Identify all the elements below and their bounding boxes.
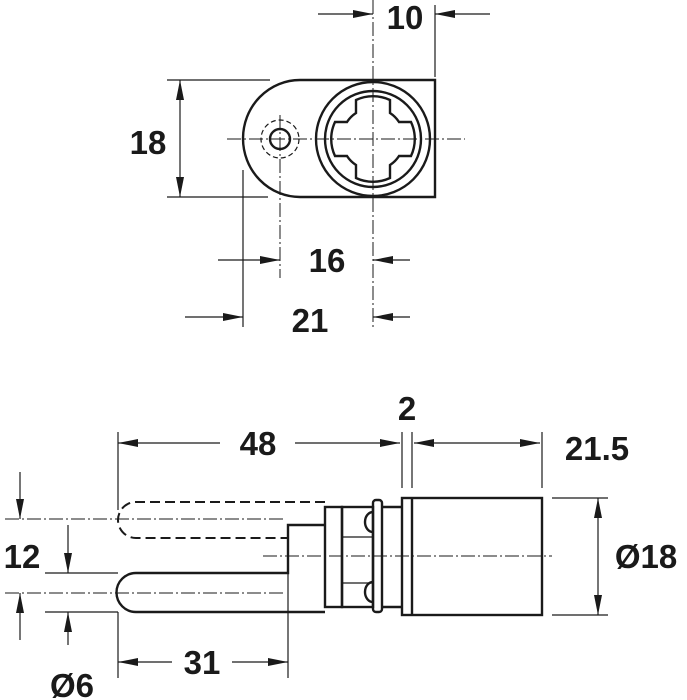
dim-pin-diameter-label: Ø6 [50, 667, 94, 700]
dim-hole-spacing-label: 16 [309, 242, 346, 279]
pin-alternate-position [117, 501, 325, 539]
ball-upper [363, 510, 374, 534]
cylinder-lobed-core [330, 95, 416, 183]
dim-cylinder-length-label: 21.5 [565, 430, 629, 467]
dim-width-label: 10 [387, 0, 424, 36]
dim-flange-label: 2 [398, 390, 416, 427]
side-view: 48 2 21.5 12 Ø6 31 Ø18 [4, 390, 678, 700]
ball-lower [363, 580, 374, 604]
top-view: 10 18 16 21 [130, 0, 490, 339]
dim-stroke-label: 48 [240, 425, 277, 462]
housing-outline [241, 78, 437, 199]
dim-diameter-label: Ø18 [615, 538, 677, 575]
dim-pin-length-label: 31 [184, 644, 221, 681]
neck [323, 505, 344, 609]
dim-offset-label: 12 [4, 538, 41, 575]
dim-height-label: 18 [130, 124, 167, 161]
lock-body [340, 505, 375, 609]
dim-total-label: 21 [292, 302, 329, 339]
pin-bracket [115, 523, 325, 614]
